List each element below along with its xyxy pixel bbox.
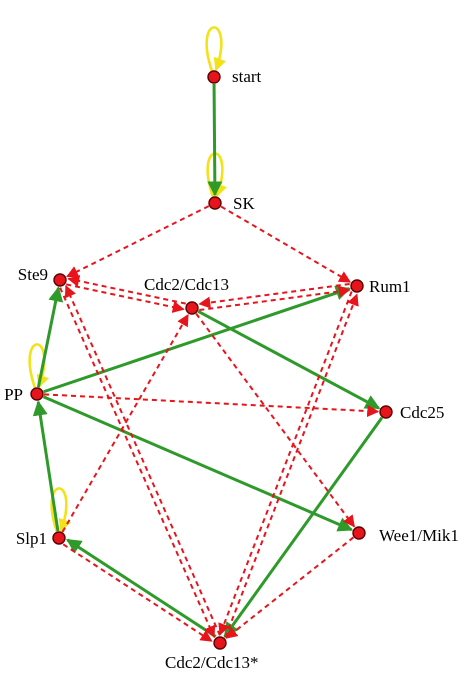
inhibition-edge-sk-to-ste9: [66, 205, 210, 278]
node-label-wee1-mik1: Wee1/Mik1: [379, 526, 459, 545]
node-label-rum1: Rum1: [369, 277, 411, 296]
node-label-slp1: Slp1: [16, 529, 47, 548]
inhibition-edge-rum1-to-cdc2-cdc13: [198, 282, 350, 309]
node-cdc2-cdc13-star: [213, 636, 227, 650]
inhibition-edge-ste9-to-cdc2-cdc13-star: [59, 287, 216, 638]
node-label-cdc25: Cdc25: [400, 403, 444, 422]
node-sk: [208, 196, 222, 210]
inhibition-edge-cdc2-cdc13-star-to-rum1: [224, 293, 359, 638]
inhibition-edge-pp-to-cdc25: [43, 393, 380, 418]
node-pp: [30, 387, 44, 401]
activation-edge-cdc2-cdc13-to-cdc25: [197, 309, 381, 410]
activation-edge-pp-to-wee1-mik1: [42, 395, 354, 532]
self-loops-layer: [28, 26, 228, 533]
inhibition-edge-ste9-to-cdc2-cdc13: [66, 283, 185, 313]
inhibition-edge-cdc2-cdc13-star-to-ste9: [64, 285, 221, 636]
node-cdc2-cdc13: [185, 301, 199, 315]
activation-edge-pp-to-rum1: [43, 285, 351, 394]
activation-edge-cdc2-cdc13-star-to-slp1: [66, 538, 217, 638]
node-start: [207, 70, 221, 84]
inhibition-edge-slp1-to-cdc2-cdc13: [61, 313, 189, 533]
activation-edge-cdc25-to-cdc2-cdc13-star: [223, 416, 384, 638]
activation-edge-start-to-sk: [207, 83, 223, 197]
inhibition-edge-cdc2-cdc13-to-rum1: [199, 285, 351, 312]
node-label-sk: SK: [233, 194, 255, 213]
node-label-start: start: [232, 67, 262, 86]
node-cdc25: [379, 405, 393, 419]
activation-edge-slp1-to-pp: [32, 400, 60, 532]
inhibition-edge-slp1-to-cdc2-cdc13-star: [62, 543, 213, 642]
node-rum1: [350, 279, 364, 293]
node-wee1-mik1: [352, 526, 366, 540]
node-label-ste9: Ste9: [18, 265, 48, 284]
node-ste9: [53, 273, 67, 287]
self-loop-start: [205, 26, 227, 72]
self-loop-slp1: [50, 487, 72, 533]
node-label-pp: PP: [4, 385, 23, 404]
edges-layer: [32, 83, 384, 642]
inhibition-edge-sk-to-rum1: [220, 205, 352, 283]
inhibition-edge-cdc2-cdc13-to-ste9: [67, 275, 186, 305]
inhibition-edge-wee1-mik1-to-cdc2-cdc13-star: [225, 536, 355, 639]
node-label-cdc2-cdc13-star: Cdc2/Cdc13*: [165, 653, 259, 672]
nodes-layer: [30, 70, 393, 650]
activation-edge-pp-to-ste9: [36, 286, 64, 388]
node-label-cdc2-cdc13: Cdc2/Cdc13: [144, 275, 229, 294]
inhibition-edge-rum1-to-cdc2-cdc13-star: [218, 291, 353, 636]
node-slp1: [52, 531, 66, 545]
